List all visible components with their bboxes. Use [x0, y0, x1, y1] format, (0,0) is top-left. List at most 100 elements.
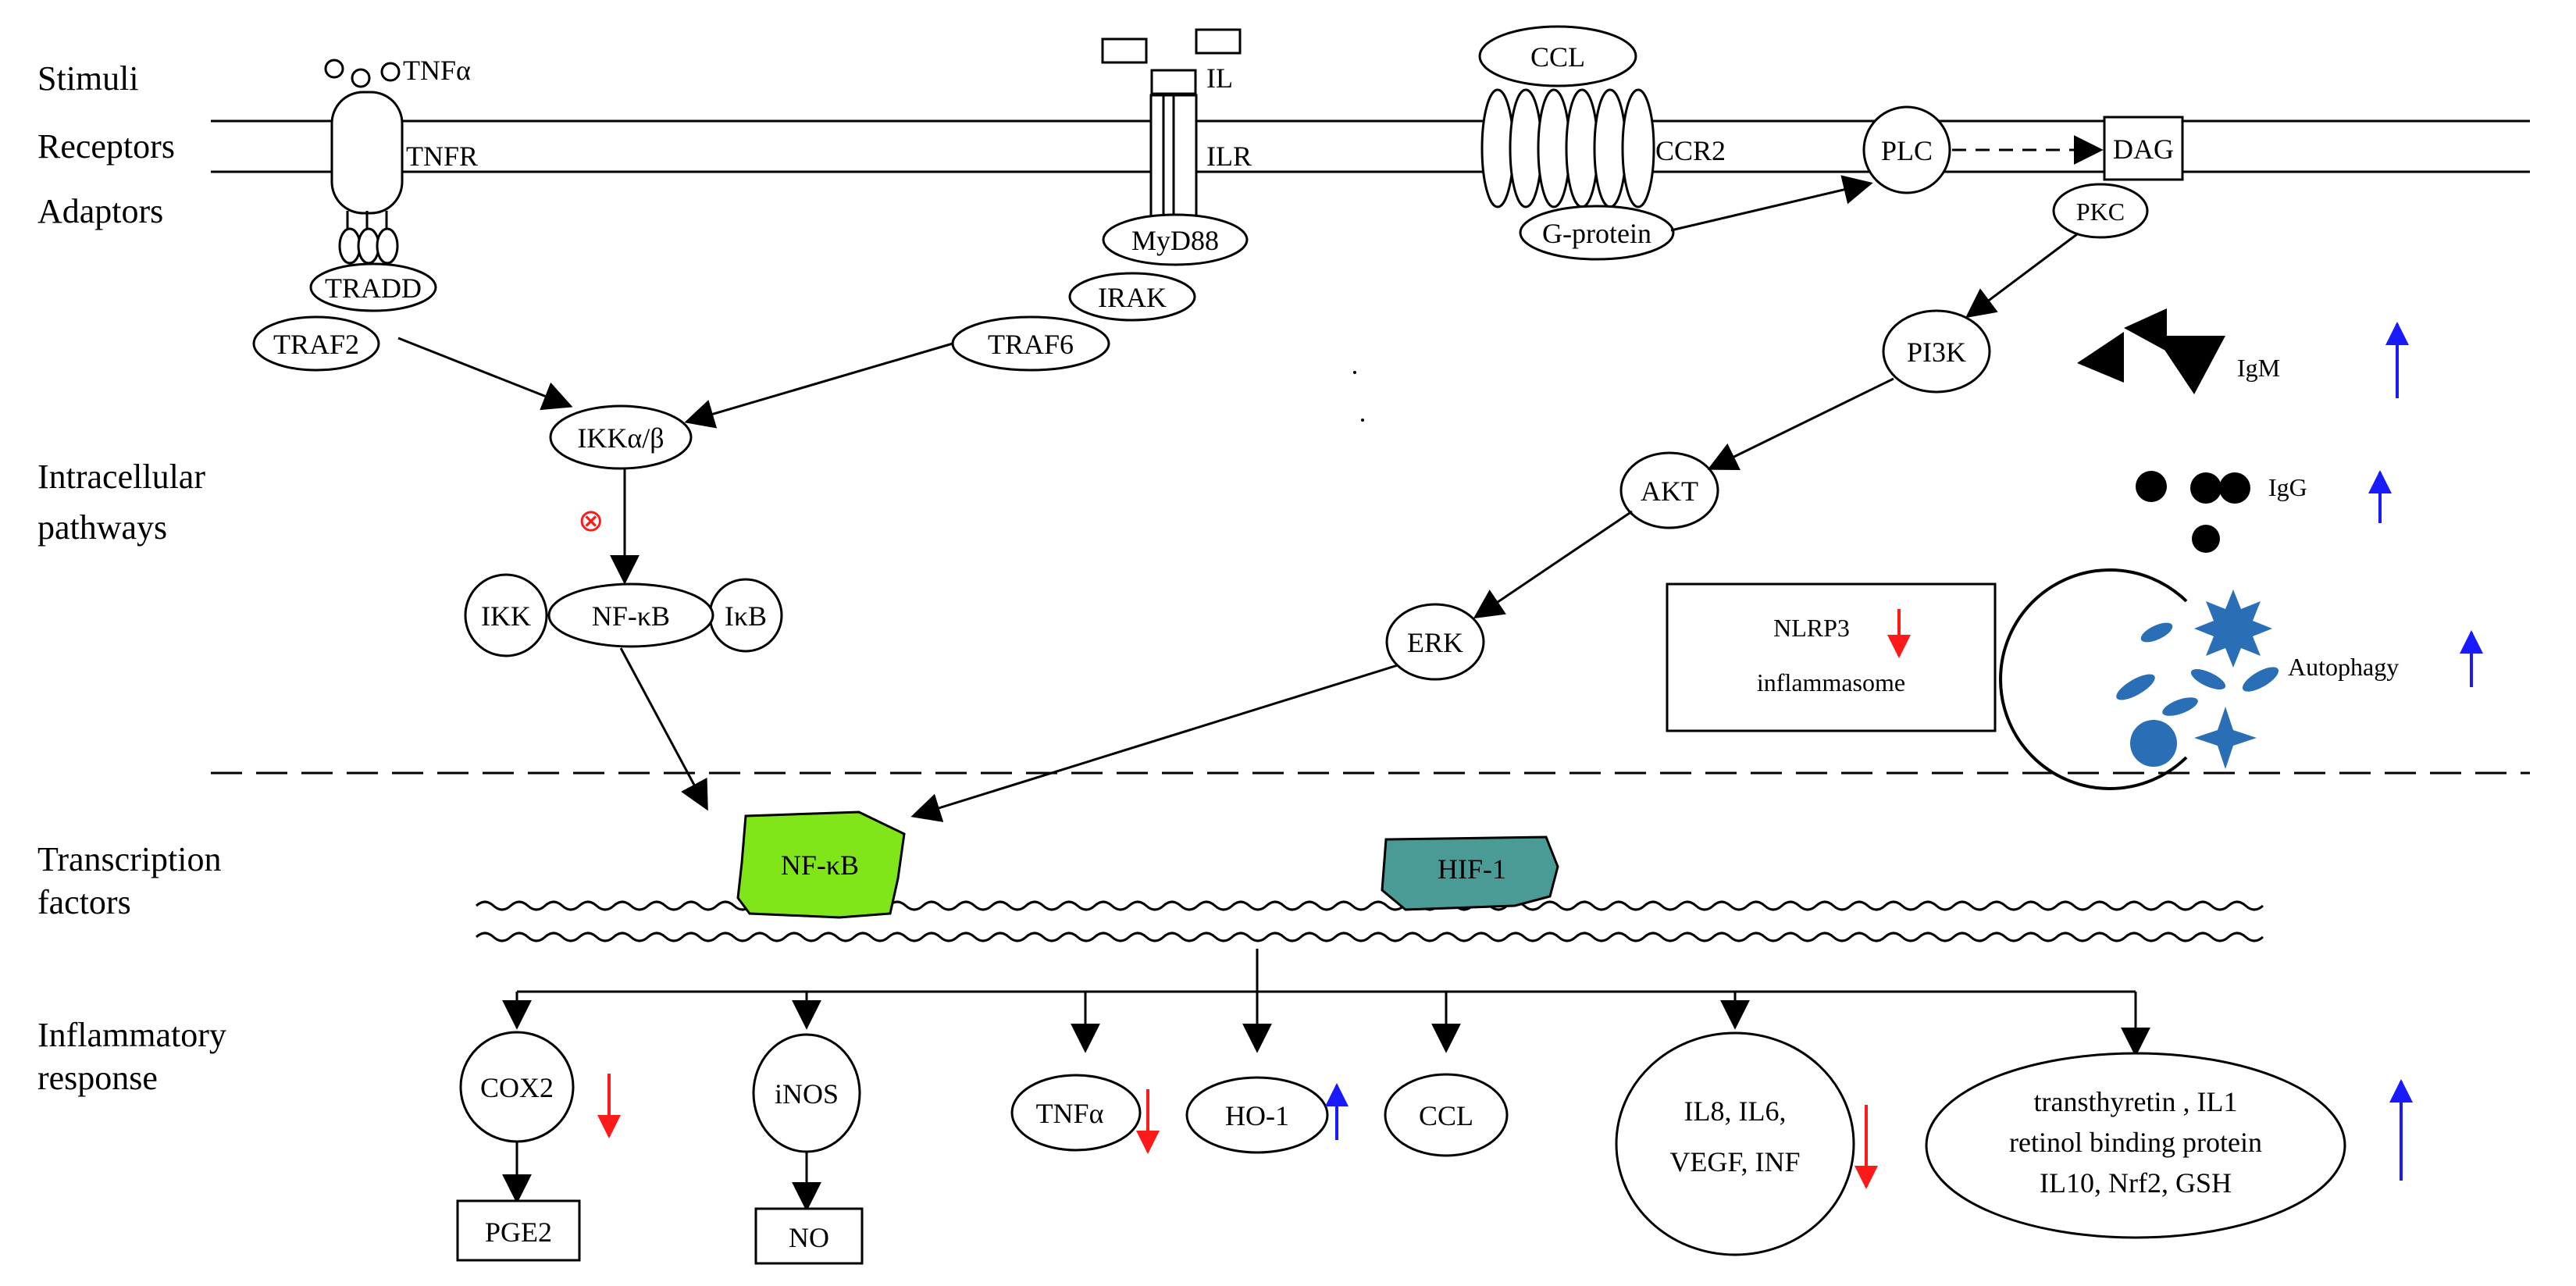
ikk-ab-label: IKKα/β	[577, 422, 664, 454]
tradd-label: TRADD	[325, 273, 422, 304]
ccl-ligand	[1478, 25, 1637, 87]
irak-label: IRAK	[1098, 282, 1167, 313]
tradd-node	[309, 262, 437, 312]
g-protein-label: G-protein	[1542, 218, 1651, 249]
pi3k-node	[1882, 309, 1991, 394]
igm-label: IgM	[2237, 354, 2280, 382]
ho1-node	[1185, 1076, 1329, 1154]
nfkb-transcription-factor	[736, 810, 906, 919]
tnfa-response-node	[1010, 1074, 1142, 1152]
label-stimuli: Stimuli	[37, 59, 139, 98]
tnfr-domain	[338, 227, 362, 265]
label-factors: factors	[37, 883, 131, 921]
transthyretin-line1: transthyretin , IL1	[2034, 1086, 2238, 1117]
igm-triangle	[2077, 332, 2124, 383]
tnfa-ligand-dot	[324, 59, 344, 79]
pge2-node	[456, 1199, 581, 1262]
label-intracellular: Intracellular	[37, 458, 205, 496]
pkc-label: PKC	[2076, 198, 2125, 226]
hif1-transcription-factor	[1381, 835, 1559, 911]
akt-node	[1619, 451, 1719, 529]
dna-strand	[475, 932, 2264, 942]
label-inflammatory: Inflammatory	[37, 1016, 226, 1054]
ikb-label: IκB	[725, 600, 767, 632]
pge2-label: PGE2	[485, 1217, 552, 1248]
tnfa-stimulus-label: TNFα	[403, 55, 471, 86]
igg-dot	[2192, 525, 2220, 553]
hif1-label: HIF-1	[1438, 853, 1506, 885]
arrow-nfkb-translocation	[619, 647, 708, 811]
ccr2-helix	[1509, 88, 1543, 208]
autophagy-particle	[2130, 720, 2177, 767]
ilr-label: ILR	[1206, 141, 1252, 172]
il-group-node	[1615, 1031, 1855, 1256]
il-receptor-group: IL ILR MyD88 IRAK TRAF6	[951, 28, 1252, 372]
no-label: NO	[789, 1222, 829, 1253]
ccr2-receptor-group: CCL CCR2 G-protein	[1478, 25, 1726, 261]
autophagosome-membrane	[1999, 568, 2188, 790]
traf2-node	[252, 315, 380, 372]
g-protein-node	[1519, 205, 1675, 261]
tnfr-label: TNFR	[406, 141, 478, 172]
arrow-pi3k-akt	[1707, 377, 1894, 471]
irak-node	[1068, 272, 1196, 322]
ikk-node	[464, 573, 548, 657]
nlrp3-label: NLRP3	[1773, 614, 1850, 642]
transthyretin-line3: IL10, Nrf2, GSH	[2040, 1167, 2232, 1199]
il-group-line1: IL8, IL6,	[1684, 1095, 1787, 1127]
arrow-akt-erk	[1473, 510, 1633, 619]
nfkb-complex-label: NF-κB	[592, 600, 670, 632]
tnfa-ligand-dot	[351, 68, 371, 88]
nfkb-tf-label: NF-κB	[781, 850, 859, 881]
il-ligand-bound	[1150, 69, 1197, 95]
akt-label: AKT	[1641, 476, 1698, 507]
igm-triangle	[2155, 336, 2225, 394]
label-transcription: Transcription	[37, 840, 222, 878]
dag-label: DAG	[2113, 134, 2174, 165]
arrow-pkc-pi3k	[1965, 233, 2078, 319]
arrow-gprotein-plc	[1670, 175, 1873, 232]
label-pathways: pathways	[37, 508, 167, 547]
tnfa-response-label: TNFα	[1036, 1098, 1104, 1129]
tnf-receptor-group: TNFα TNFR TRADD TRAF2	[252, 55, 478, 372]
autophagy-label: Autophagy	[2288, 653, 2399, 681]
label-adaptors: Adaptors	[37, 192, 163, 230]
arrow-traf2-ikk	[397, 337, 573, 411]
tnfr-domain	[376, 227, 399, 265]
autophagy-particle	[2140, 622, 2173, 643]
cox2-label: COX2	[480, 1072, 554, 1103]
ccl-response-node	[1384, 1073, 1509, 1157]
autophagy-particle	[2194, 707, 2257, 769]
autophagy-particle	[2242, 667, 2279, 692]
traf6-label: TRAF6	[988, 329, 1074, 360]
autophagy-particle	[2190, 668, 2226, 690]
autophagy-particle	[2194, 590, 2272, 668]
tnfa-ligand-dot	[380, 62, 401, 82]
ikk-label: IKK	[481, 600, 531, 632]
pi3k-label: PI3K	[1907, 337, 1966, 368]
autophagy-particle	[2116, 674, 2155, 700]
ccr2-helix	[1537, 88, 1571, 208]
inos-label: iNOS	[775, 1078, 839, 1110]
ccr2-helix	[1480, 88, 1515, 208]
ccr2-helix	[1621, 88, 1655, 208]
myd88-label: MyD88	[1131, 225, 1219, 256]
ikk-ab-node	[549, 404, 693, 470]
pkc-node	[2052, 183, 2149, 239]
igg-label: IgG	[2268, 473, 2307, 501]
igg-dot	[2219, 472, 2250, 504]
traf2-label: TRAF2	[273, 329, 359, 360]
ho1-label: HO-1	[1225, 1100, 1289, 1131]
il-group-line2: VEGF, INF	[1669, 1146, 1800, 1177]
erk-node	[1385, 603, 1485, 681]
ccl-stimulus-label: CCL	[1530, 41, 1585, 73]
ccr2-label: CCR2	[1655, 135, 1726, 166]
plc-label: PLC	[1881, 135, 1933, 166]
igg-dot	[2190, 472, 2221, 504]
nlrp3-inflammasome-label: inflammasome	[1757, 668, 1905, 696]
igm-triangle	[2124, 308, 2167, 351]
label-receptors: Receptors	[37, 127, 175, 166]
nlrp3-box	[1666, 582, 1997, 732]
inhibition-symbol: ⊗	[578, 503, 604, 539]
